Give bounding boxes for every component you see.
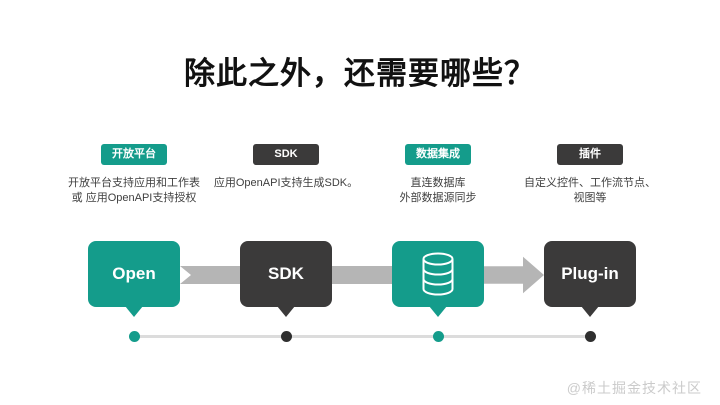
description-plugin: 自定义控件、工作流节点、 视图等	[514, 176, 666, 206]
node-plugin-label: Plug-in	[561, 264, 619, 283]
description-line: 自定义控件、工作流节点、	[524, 177, 656, 189]
description-data-integration: 直连数据库 外部数据源同步	[362, 176, 514, 206]
timeline-line	[132, 335, 592, 338]
badge-plugin: 插件	[557, 144, 623, 165]
timeline-dot-database	[433, 331, 444, 342]
column-open-platform: 开放平台 开放平台支持应用和工作表 或 应用OpenAPI支持授权	[58, 144, 210, 206]
column-sdk: SDK 应用OpenAPI支持生成SDK。	[210, 144, 362, 191]
node-database-tail	[429, 306, 447, 317]
timeline-dot-plugin	[585, 331, 596, 342]
node-open-tail	[125, 306, 143, 317]
description-sdk: 应用OpenAPI支持生成SDK。	[210, 176, 362, 191]
description-line: 开放平台支持应用和工作表	[68, 177, 200, 189]
column-plugin: 插件 自定义控件、工作流节点、 视图等	[514, 144, 666, 206]
node-open: Open	[88, 241, 180, 307]
description-line: 或 应用OpenAPI支持授权	[71, 192, 197, 204]
watermark: @稀土掘金技术社区	[566, 380, 702, 396]
column-data-integration: 数据集成 直连数据库 外部数据源同步	[362, 144, 514, 206]
database-icon	[422, 252, 454, 296]
node-sdk: SDK	[240, 241, 332, 307]
timeline-dot-sdk	[281, 331, 292, 342]
description-open-platform: 开放平台支持应用和工作表 或 应用OpenAPI支持授权	[58, 176, 210, 206]
connector-database-to-plugin-arrow	[484, 256, 544, 294]
description-line: 应用OpenAPI支持生成SDK。	[213, 177, 359, 189]
node-sdk-label: SDK	[268, 264, 304, 283]
description-line: 直连数据库	[410, 177, 466, 189]
node-plugin: Plug-in	[544, 241, 636, 307]
badge-data-integration: 数据集成	[405, 144, 471, 165]
connector-open-to-sdk	[180, 266, 240, 284]
badge-sdk: SDK	[253, 144, 319, 165]
description-line: 外部数据源同步	[399, 192, 477, 204]
connector-sdk-to-database	[332, 266, 392, 284]
description-line: 视图等	[573, 192, 607, 204]
badge-open-platform: 开放平台	[101, 144, 167, 165]
node-plugin-tail	[581, 306, 599, 317]
timeline-dot-open	[129, 331, 140, 342]
page-title: 除此之外，还需要哪些？	[184, 56, 536, 91]
node-open-label: Open	[112, 264, 156, 283]
node-database	[392, 241, 484, 307]
node-sdk-tail	[277, 306, 295, 317]
